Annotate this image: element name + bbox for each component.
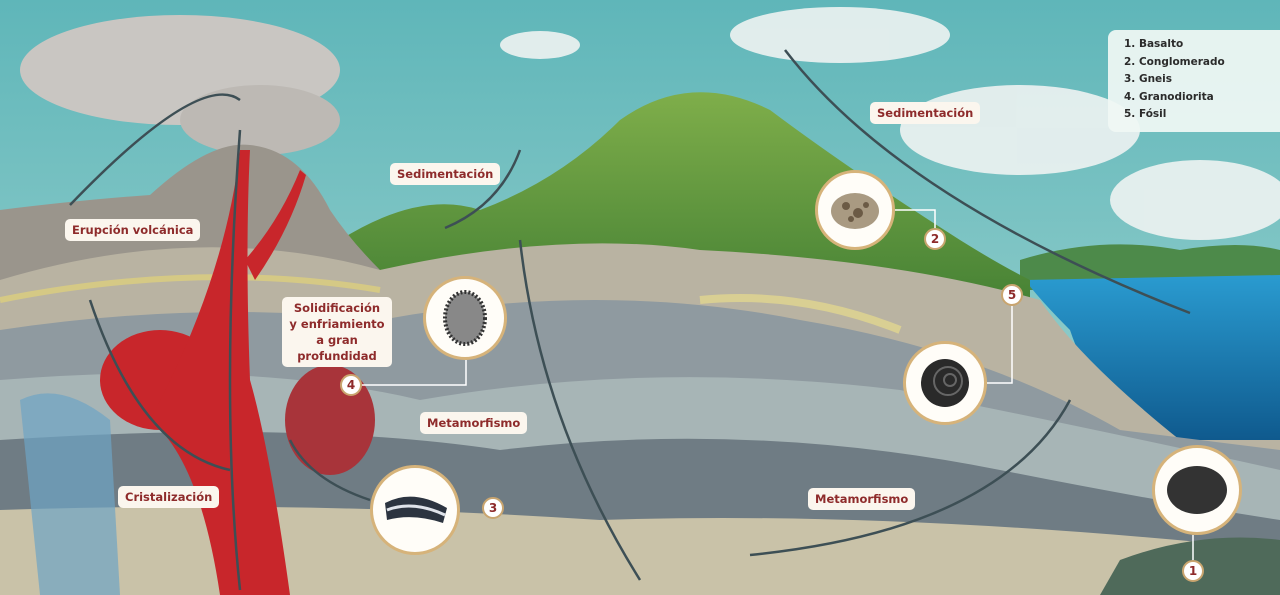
badge-leader-lines [362,209,1194,560]
label-solidification: Solidificación y enfriamiento a gran pro… [282,297,392,367]
badge-5: 5 [1001,284,1023,306]
label-eruption: Erupción volcánica [65,219,201,241]
basalt-rock-image [1152,445,1242,535]
label-sedimentation-left: Sedimentación [390,163,501,185]
gneiss-rock-image [370,465,460,555]
legend-item: 3. Gneis [1124,73,1173,85]
legend-item: 2. Conglomerado [1124,55,1225,68]
legend-item: 1. Basalto [1124,38,1184,50]
legend-item: 5. Fósil [1124,108,1167,120]
badge-4: 4 [340,374,362,396]
label-metamorphism-lower: Metamorfismo [808,488,916,510]
rock-legend: 1. Basalto 2. Conglomerado 3. Gneis 4. G… [1108,30,1280,132]
ocean [1025,275,1280,440]
conglomerate-rock-image [815,170,895,250]
magma-chamber [20,150,375,595]
label-metamorphism-upper: Metamorfismo [420,412,528,434]
ash-cloud [20,15,340,155]
rock-strata [0,243,1280,595]
badge-1: 1 [1182,560,1204,582]
badge-2: 2 [924,228,946,250]
badge-3: 3 [482,497,504,519]
label-sedimentation-right: Sedimentación [870,102,981,124]
process-arrows [69,49,1191,591]
ammonite-fossil-image [903,341,987,425]
legend-item: 4. Granodiorita [1124,90,1214,103]
label-crystallization: Cristalización [118,486,220,508]
granodiorite-rock-image [423,276,507,360]
